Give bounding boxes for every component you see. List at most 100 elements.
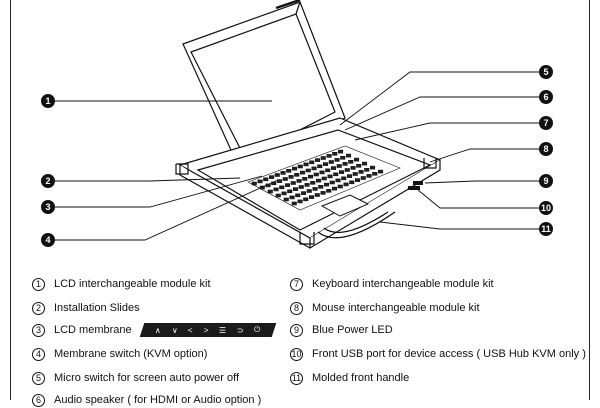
keyboard-key [317, 164, 323, 169]
keyboard-key [314, 158, 321, 162]
callout-badge-number: 4 [45, 235, 50, 245]
keyboard-key [275, 193, 281, 198]
keyboard-key [338, 170, 345, 174]
legend-label: Membrane switch (KVM option) [54, 348, 208, 360]
legend-number: 4 [32, 347, 45, 361]
keyboard-key [334, 158, 340, 162]
front-handle [317, 211, 396, 239]
keyboard-key [305, 168, 311, 173]
keyboard-key [330, 166, 337, 170]
keyboard-key [337, 149, 344, 154]
keyboard-key [372, 172, 378, 176]
callout-badge-7 [539, 116, 553, 130]
callout-badge-1 [41, 94, 55, 108]
legend-label: Keyboard interchangeable module kit [312, 278, 494, 290]
callout-badge-number: 5 [543, 67, 548, 77]
right-arrow-icon: > [203, 325, 209, 335]
legend-item-2: 2 Installation Slides [32, 300, 140, 316]
keyboard-key [344, 168, 350, 172]
keyboard-key [279, 185, 285, 190]
legend-label: Molded front handle [312, 372, 410, 384]
keyboard-key [345, 153, 352, 158]
keyboard-key [304, 183, 310, 187]
keyboard-key [292, 187, 299, 191]
menu-icon: ☰ [218, 325, 226, 335]
keyboard-key [349, 180, 355, 185]
callout-badge-10 [539, 201, 553, 215]
callout-badge-number: 1 [45, 96, 50, 106]
keyboard-key [346, 174, 353, 178]
keyboard-key [337, 184, 343, 189]
keyboard-key [325, 168, 331, 173]
callout-badge-number: 10 [541, 203, 551, 213]
keyboard-key [354, 178, 361, 182]
legend-item-7: 7 Keyboard interchangeable module kit [290, 276, 494, 292]
keyboard-key [319, 170, 325, 175]
callout-badge-11 [539, 222, 553, 236]
keyboard-key [326, 154, 332, 158]
keyboard-key [303, 197, 309, 202]
keyboard-key [313, 172, 319, 177]
keyboard-key [307, 174, 314, 179]
callout-badge-4 [41, 233, 55, 247]
callout-badge-5 [539, 65, 553, 79]
legend-number: 3 [32, 323, 45, 337]
keyboard-key [312, 187, 318, 191]
keyboard-key [298, 185, 304, 189]
touchpad [320, 194, 370, 217]
callout-badge-2 [41, 174, 55, 188]
left-frame-line [10, 0, 11, 400]
keyboard-key [297, 164, 303, 169]
keyboard-key [353, 157, 360, 162]
keyboard-key [251, 181, 257, 186]
callout-badge-number: 6 [543, 92, 548, 102]
keyboard-key [326, 189, 332, 193]
keyboard-key [310, 181, 316, 185]
keyboard-key [289, 195, 295, 200]
keyboard-key [331, 186, 338, 191]
legend-number: 7 [290, 277, 303, 291]
keyboard-key [321, 176, 327, 181]
up-arrow-icon: ∧ [154, 325, 161, 335]
keyboard-key [342, 162, 348, 166]
keyboard-key [267, 189, 273, 194]
legend-number: 5 [32, 371, 45, 385]
keyboard-key [303, 162, 309, 167]
keyboard-key [268, 175, 275, 179]
keyboard-key [361, 161, 368, 166]
legend-label: LCD membrane [54, 324, 132, 336]
keyboard-key [318, 185, 324, 189]
down-arrow-icon: ∨ [171, 325, 178, 335]
legend-number: 9 [290, 323, 303, 337]
keyboard-key [335, 178, 341, 183]
keyboard-key [290, 181, 296, 185]
keyboard-key [341, 176, 347, 181]
keyboard-key [352, 172, 358, 176]
keyboard-key [257, 179, 263, 184]
keyboard-key [282, 177, 288, 181]
keyboard-key [343, 182, 349, 187]
keyboard-key [333, 172, 339, 177]
keyboard-key [350, 166, 356, 170]
keyboard-key [332, 152, 338, 156]
power-icon: ⏻ [253, 325, 261, 334]
callout-badge-3 [41, 200, 55, 214]
keyboard-key [306, 189, 312, 193]
keyboard-key [295, 193, 301, 198]
legend-item-1: 1 LCD interchangeable module kit [32, 276, 211, 292]
legend-item-5: 5 Micro switch for screen auto power off [32, 370, 239, 386]
callout-badge-9 [539, 174, 553, 188]
right-frame-line [589, 0, 590, 400]
callout-badge-number: 9 [543, 176, 548, 186]
legend-label: Audio speaker ( for HDMI or Audio option… [54, 394, 262, 406]
keyboard-key [273, 187, 279, 192]
keyboard-key [308, 195, 315, 199]
keyboard-key [276, 179, 283, 183]
callout-badge-number: 7 [543, 118, 548, 128]
legend-label: Micro switch for screen auto power off [54, 372, 240, 384]
keyboard-key [323, 182, 330, 187]
legend-label: Installation Slides [54, 302, 140, 314]
left-arrow-icon: < [188, 325, 193, 335]
keyboard-key [311, 166, 317, 171]
callout-badge-number: 11 [541, 224, 551, 234]
